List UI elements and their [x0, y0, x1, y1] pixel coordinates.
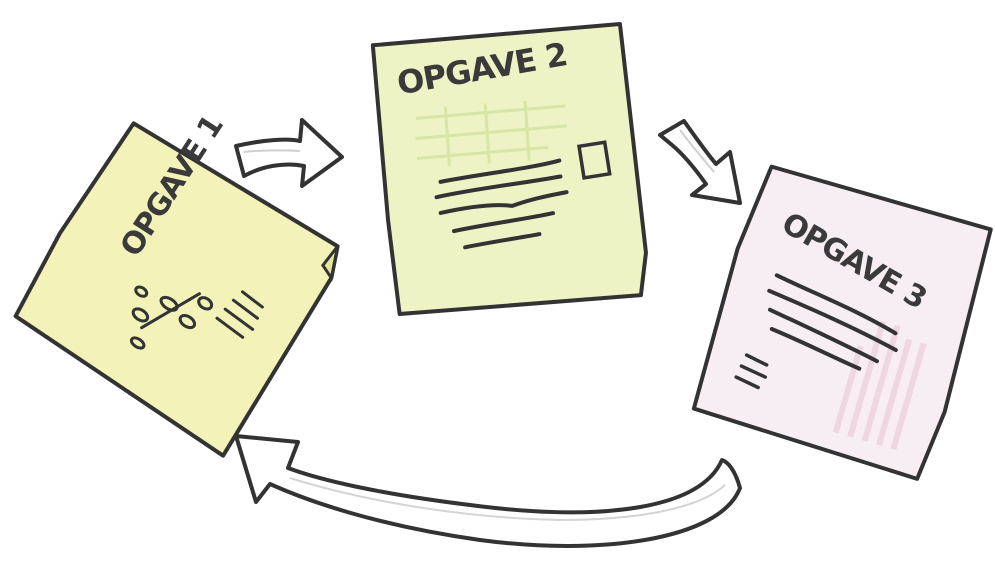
arrow-1-to-2: [236, 120, 342, 186]
task-sheet-2: OPGAVE 2: [373, 23, 649, 314]
task-sheet-3: OPGAVE 3: [690, 164, 995, 481]
arrow-2-to-3: [660, 121, 740, 203]
arrow-3-to-1: [236, 436, 740, 546]
